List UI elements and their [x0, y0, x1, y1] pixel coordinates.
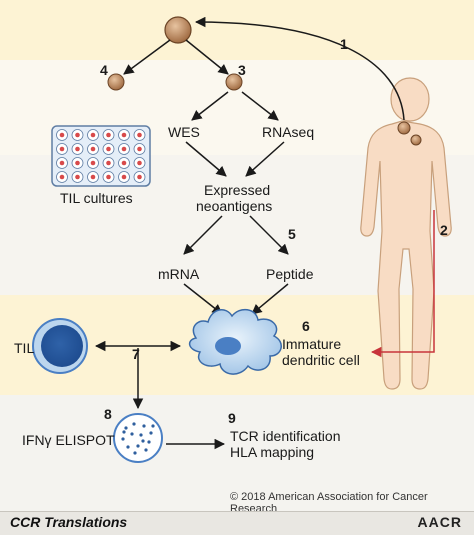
arrow-rnaseq-expressed: [245, 141, 285, 177]
arrow-to-wes: [191, 91, 229, 121]
til-culture-wells: [56, 129, 146, 183]
elispot-spot: [141, 439, 145, 443]
tumor-cell-step4: [107, 73, 125, 91]
elispot-spot: [122, 430, 126, 434]
step-number-6: 6: [302, 318, 310, 334]
culture-well-dot: [90, 174, 96, 180]
label-peptide: Peptide: [266, 266, 314, 282]
culture-well-dot: [106, 146, 111, 152]
step-number-8: 8: [104, 406, 112, 422]
arrow-to-rnaseq: [241, 91, 279, 121]
human-body-icon: [360, 77, 452, 390]
culture-well-dot: [137, 174, 142, 180]
culture-well-dot: [121, 174, 127, 180]
label-wes: WES: [168, 124, 200, 140]
label-expressed-line1: Expressed: [204, 182, 271, 198]
arrow-to-step4: [123, 39, 171, 75]
elispot-spot: [124, 426, 128, 430]
tumor-cell-step3: [225, 73, 243, 91]
step-number-2: 2: [440, 222, 448, 238]
step-number-5: 5: [288, 226, 296, 242]
culture-well-dot: [121, 146, 127, 152]
label-til: TIL: [14, 340, 35, 356]
label-rnaseq: RNAseq: [262, 124, 315, 140]
tumor-cell-body-2: [410, 134, 422, 146]
arrow-peptide-dc: [251, 283, 289, 315]
culture-well-dot: [59, 160, 65, 166]
elispot-spot: [139, 433, 143, 437]
arrow-step2: [370, 210, 435, 358]
elispot-spot: [126, 445, 130, 449]
step-number-7: 7: [132, 346, 140, 362]
elispot-spot: [149, 431, 153, 435]
culture-well-dot: [121, 160, 127, 166]
culture-well-dot: [121, 132, 127, 138]
label-immature-line2: dendritic cell: [282, 352, 360, 368]
arrow-expressed-mrna: [183, 215, 223, 255]
elispot-spot: [142, 424, 146, 428]
culture-well-dot: [137, 132, 142, 138]
label-expressed-line2: neoantigens: [196, 198, 273, 214]
arrow-expressed-peptide: [249, 215, 289, 255]
culture-well-dot: [90, 146, 96, 152]
elispot-spot: [130, 432, 134, 436]
label-til-cultures: TIL cultures: [60, 190, 133, 206]
til-cell-nucleus: [41, 325, 83, 367]
culture-well-dot: [75, 160, 80, 166]
culture-well-dot: [106, 160, 111, 166]
culture-well-dot: [137, 160, 142, 166]
elispot-well: [113, 413, 163, 463]
step-number-1: 1: [340, 36, 348, 52]
arrow-step1: [194, 16, 405, 121]
aacr-logo: AACR: [417, 514, 462, 530]
elispot-spot: [132, 422, 136, 426]
step-number-9: 9: [228, 410, 236, 426]
culture-well-dot: [90, 160, 96, 166]
tumor-cell-body-1: [397, 121, 411, 135]
elispot-spot: [151, 424, 155, 428]
elispot-spot: [147, 440, 151, 444]
footer-bar: [0, 511, 474, 535]
elispot-spot: [121, 437, 125, 441]
arrow-mrna-dc: [183, 283, 223, 315]
label-mrna: mRNA: [158, 266, 200, 282]
culture-well-dot: [90, 132, 96, 138]
journal-name: CCR Translations: [10, 514, 128, 530]
arrow-wes-expressed: [185, 141, 227, 177]
culture-well-dot: [106, 132, 111, 138]
culture-well-dot: [137, 146, 142, 152]
culture-well-dot: [75, 146, 80, 152]
culture-well-dot: [59, 146, 65, 152]
arrow-to-step3: [185, 39, 229, 75]
band-bottom: [0, 395, 474, 511]
dendritic-cell-nucleus: [215, 337, 241, 355]
label-elispot: IFNγ ELISPOT: [22, 432, 115, 448]
step-number-3: 3: [238, 62, 246, 78]
culture-well-dot: [59, 174, 65, 180]
elispot-spot: [144, 448, 148, 452]
band-top: [0, 0, 474, 60]
label-tcr-line1: TCR identification: [230, 428, 341, 444]
culture-well-dot: [75, 174, 80, 180]
label-tcr-line2: HLA mapping: [230, 444, 315, 460]
elispot-spots: [121, 422, 155, 455]
step-number-4: 4: [100, 62, 108, 78]
elispot-spot: [136, 444, 140, 448]
label-immature-line1: Immature: [282, 336, 342, 352]
tumor-cell-top: [164, 16, 192, 44]
til-culture-plate: [51, 125, 151, 187]
culture-well-dot: [59, 132, 65, 138]
culture-well-dot: [75, 132, 80, 138]
culture-well-dot: [106, 174, 111, 180]
elispot-spot: [133, 451, 137, 455]
